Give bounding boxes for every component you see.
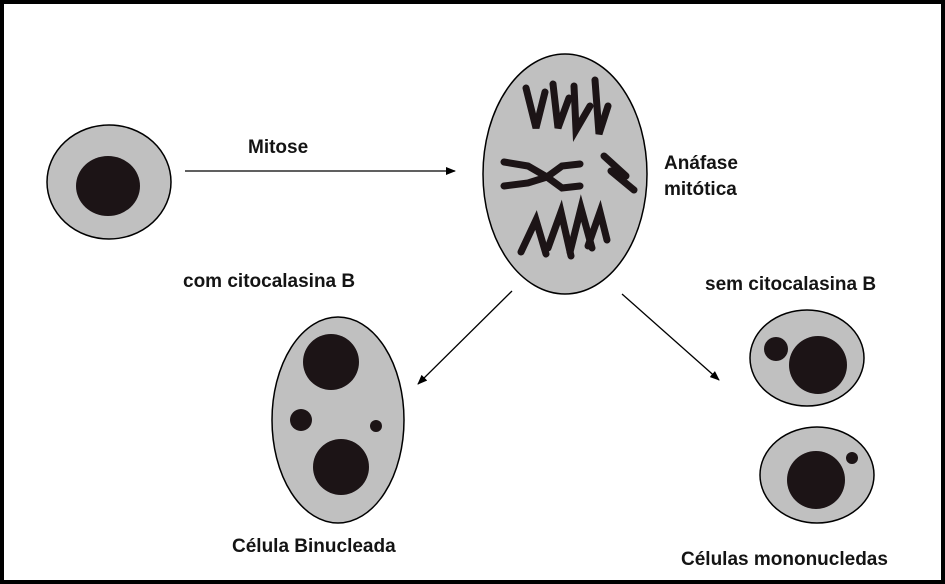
- label-celula-binucleada: Célula Binucleada: [232, 536, 396, 559]
- arrow-to-mononucleated: [622, 294, 719, 380]
- label-mitose: Mitose: [248, 137, 308, 160]
- mononucleated-top-nucleus: [789, 336, 847, 394]
- arrow-to-binucleated: [418, 291, 512, 384]
- anaphase-cell: [483, 54, 647, 294]
- binucleated-nucleus-bottom: [313, 439, 369, 495]
- mononucleated-cell-top: [750, 310, 864, 406]
- micronucleus-right: [370, 420, 382, 432]
- initial-cell-nucleus: [76, 156, 140, 216]
- micronucleus-left: [290, 409, 312, 431]
- mononucleated-bottom-nucleus: [787, 451, 845, 509]
- mononucleated-top-micronucleus: [764, 337, 788, 361]
- binucleated-nucleus-top: [303, 334, 359, 390]
- label-celulas-mononucleadas: Células mononucledas: [681, 549, 888, 572]
- label-com-citocalasina: com citocalasina B: [183, 271, 355, 294]
- label-anafase-line2: mitótica: [664, 179, 737, 202]
- label-anafase-line1: Anáfase: [664, 153, 738, 176]
- binucleated-cell: [272, 317, 404, 523]
- mononucleated-cell-bottom: [760, 427, 874, 523]
- mononucleated-bottom-micronucleus: [846, 452, 858, 464]
- label-sem-citocalasina: sem citocalasina B: [705, 274, 876, 297]
- initial-cell: [47, 125, 171, 239]
